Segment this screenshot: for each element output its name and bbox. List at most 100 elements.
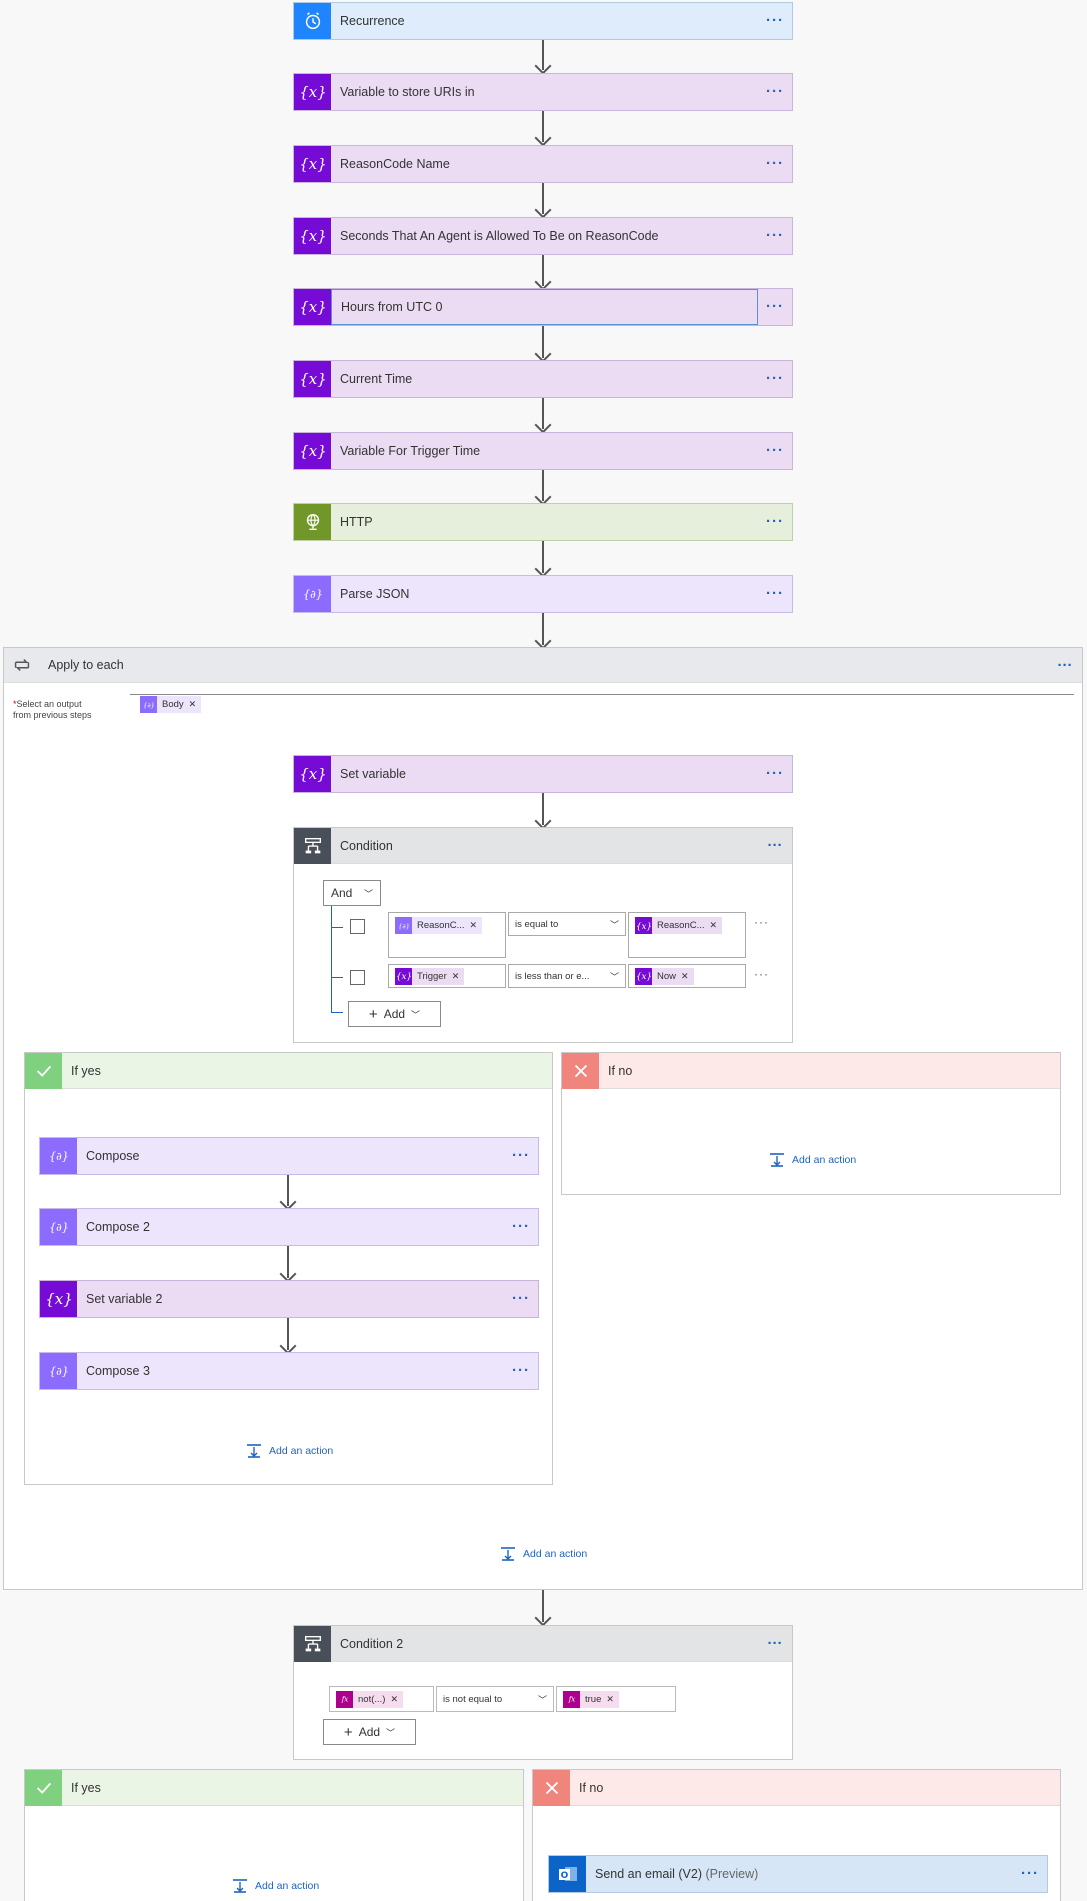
condition-row1-right-field[interactable]: ReasonC... ✕ xyxy=(628,912,746,958)
step-compose[interactable]: Compose ··· xyxy=(39,1137,539,1175)
step-reasoncode-name[interactable]: ReasonCode Name ··· xyxy=(293,145,793,183)
chevron-down-icon: ﹀ xyxy=(609,971,619,982)
group-operator-select[interactable]: And ﹀ xyxy=(323,880,381,906)
condition-row1-operator[interactable]: is equal to ﹀ xyxy=(508,912,626,936)
more-options-button[interactable]: ··· xyxy=(766,765,784,782)
condition-2-header[interactable]: Condition 2 ··· xyxy=(294,1625,792,1662)
token-body[interactable]: Body ✕ xyxy=(140,696,202,713)
more-options-button[interactable]: ··· xyxy=(512,1290,530,1307)
chevron-down-icon: ﹀ xyxy=(537,1694,547,1705)
select-output-label-line1: Select an output xyxy=(16,699,82,709)
step-http[interactable]: HTTP ··· xyxy=(293,503,793,541)
token-expression-not[interactable]: not(...) ✕ xyxy=(336,1690,403,1708)
step-compose-2[interactable]: Compose 2 ··· xyxy=(39,1208,539,1246)
if-yes-add-action[interactable]: Add an action xyxy=(246,1444,333,1458)
step-seconds-allowed[interactable]: Seconds That An Agent is Allowed To Be o… xyxy=(293,217,793,255)
step-title: Set variable 2 xyxy=(86,1292,163,1306)
more-options-button[interactable]: ··· xyxy=(1021,1865,1039,1882)
add-action-label: Add an action xyxy=(792,1154,857,1166)
step-title: Parse JSON xyxy=(340,587,410,601)
group-tree-line xyxy=(331,906,332,1012)
condition-2-right-field[interactable]: true ✕ xyxy=(556,1686,676,1712)
token-label: Trigger xyxy=(417,970,447,982)
more-options-button[interactable]: ··· xyxy=(766,585,784,602)
step-compose-3[interactable]: Compose 3 ··· xyxy=(39,1352,539,1390)
step-title: Compose xyxy=(86,1149,140,1163)
condition-row2-left-field[interactable]: Trigger ✕ xyxy=(388,964,506,988)
if-no-header[interactable]: If no xyxy=(533,1769,1060,1806)
loop-add-action[interactable]: Add an action xyxy=(500,1547,587,1561)
remove-token-icon[interactable]: ✕ xyxy=(469,920,478,930)
row-checkbox[interactable] xyxy=(350,919,365,934)
remove-token-icon[interactable]: ✕ xyxy=(188,699,197,709)
row-checkbox[interactable] xyxy=(350,970,365,985)
row-more-options[interactable]: ··· xyxy=(754,967,769,981)
condition-2-operator[interactable]: is not equal to ﹀ xyxy=(436,1686,554,1712)
token-label: true xyxy=(585,1693,602,1705)
condition-row2-operator[interactable]: is less than or e... ﹀ xyxy=(508,964,626,988)
more-options-button[interactable]: ··· xyxy=(766,298,784,315)
data-operation-icon xyxy=(294,576,331,612)
token-label: ReasonC... xyxy=(657,920,705,931)
condition-2-left-field[interactable]: not(...) ✕ xyxy=(329,1686,434,1712)
condition-2-if-yes-add-action[interactable]: Add an action xyxy=(232,1879,319,1893)
connector-arrow xyxy=(534,1590,552,1627)
step-send-email[interactable]: Send an email (V2) (Preview) ··· xyxy=(548,1855,1048,1893)
step-recurrence[interactable]: Recurrence ··· xyxy=(293,2,793,40)
more-options-button[interactable]: ··· xyxy=(766,370,784,387)
more-options-button[interactable]: ··· xyxy=(766,12,784,29)
step-hours-from-utc[interactable]: Hours from UTC 0 ··· xyxy=(293,288,793,326)
variable-icon xyxy=(40,1281,77,1317)
step-set-variable[interactable]: Set variable ··· xyxy=(293,755,793,793)
condition-row1-left-field[interactable]: ReasonC... ✕ xyxy=(388,912,506,958)
step-set-variable-2[interactable]: Set variable 2 ··· xyxy=(39,1280,539,1318)
condition-2-card: Condition 2 ··· not(...) ✕ is not equal … xyxy=(293,1625,793,1760)
more-options-button[interactable]: ··· xyxy=(512,1147,530,1164)
select-output-field[interactable]: Body ✕ xyxy=(140,696,202,715)
more-options-button[interactable]: ··· xyxy=(1057,656,1073,674)
more-options-button[interactable]: ··· xyxy=(766,83,784,100)
group-tree-branch xyxy=(331,1012,343,1013)
add-condition-button[interactable]: + Add ﹀ xyxy=(348,1001,441,1027)
step-parse-json[interactable]: Parse JSON ··· xyxy=(293,575,793,613)
chevron-down-icon: ﹀ xyxy=(411,1009,421,1020)
variable-icon xyxy=(635,967,652,985)
token-reasoncode[interactable]: ReasonC... ✕ xyxy=(395,917,483,934)
token-reasoncode-variable[interactable]: ReasonC... ✕ xyxy=(635,917,723,934)
remove-token-icon[interactable]: ✕ xyxy=(451,970,460,981)
more-options-button[interactable]: ··· xyxy=(766,227,784,244)
row-more-options[interactable]: ··· xyxy=(754,915,769,929)
remove-token-icon[interactable]: ✕ xyxy=(390,1693,398,1704)
connector-arrow xyxy=(279,1175,297,1211)
token-now[interactable]: Now ✕ xyxy=(635,967,694,985)
more-options-button[interactable]: ··· xyxy=(767,1635,783,1652)
token-trigger[interactable]: Trigger ✕ xyxy=(395,967,465,985)
more-options-button[interactable]: ··· xyxy=(766,155,784,172)
condition-header[interactable]: Condition ··· xyxy=(294,827,792,864)
if-yes-title: If yes xyxy=(71,1063,101,1078)
step-variable-uris[interactable]: Variable to store URIs in ··· xyxy=(293,73,793,111)
remove-token-icon[interactable]: ✕ xyxy=(606,1693,614,1704)
more-options-button[interactable]: ··· xyxy=(767,837,783,854)
step-trigger-time[interactable]: Variable For Trigger Time ··· xyxy=(293,432,793,470)
if-no-add-action[interactable]: Add an action xyxy=(769,1153,856,1167)
token-expression-true[interactable]: true ✕ xyxy=(563,1690,619,1708)
close-icon xyxy=(562,1052,599,1089)
more-options-button[interactable]: ··· xyxy=(766,442,784,459)
connector-arrow xyxy=(534,183,552,219)
if-yes-header[interactable]: If yes xyxy=(25,1769,523,1806)
more-options-button[interactable]: ··· xyxy=(766,513,784,530)
add-condition-button[interactable]: + Add ﹀ xyxy=(323,1719,416,1745)
remove-token-icon[interactable]: ✕ xyxy=(681,970,689,981)
remove-token-icon[interactable]: ✕ xyxy=(709,920,718,930)
more-options-button[interactable]: ··· xyxy=(512,1218,530,1235)
connector-arrow xyxy=(534,111,552,147)
condition-row2-right-field[interactable]: Now ✕ xyxy=(628,964,746,988)
if-yes-header[interactable]: If yes xyxy=(25,1052,552,1089)
step-current-time[interactable]: Current Time ··· xyxy=(293,360,793,398)
function-icon xyxy=(336,1690,353,1708)
apply-to-each-header[interactable]: Apply to each ··· xyxy=(4,648,1082,683)
step-title: Seconds That An Agent is Allowed To Be o… xyxy=(340,229,659,243)
more-options-button[interactable]: ··· xyxy=(512,1362,530,1379)
if-no-header[interactable]: If no xyxy=(562,1052,1060,1089)
